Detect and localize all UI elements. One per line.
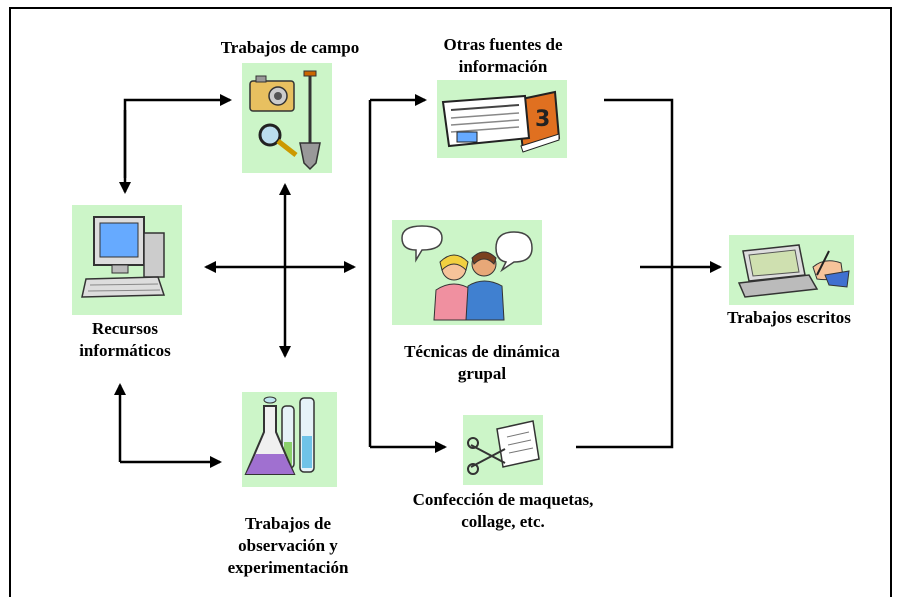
lab-flasks-icon: [244, 396, 315, 475]
label-observacion-line2: observación y: [238, 536, 338, 555]
label-confeccion-line1: Confección de maquetas,: [412, 490, 594, 509]
computer-icon: [81, 216, 166, 298]
label-otras-fuentes-line1: Otras fuentes de: [443, 35, 563, 54]
node-trabajos-escritos: [729, 235, 854, 305]
label-recursos-line1: Recursos: [91, 319, 159, 338]
node-tecnicas-dinamica: [392, 220, 542, 325]
node-otras-fuentes: 3: [437, 80, 567, 158]
newspaper-book-icon: 3: [441, 90, 561, 153]
node-confeccion-maquetas: [463, 415, 543, 485]
node-trabajos-observacion: [242, 392, 337, 487]
label-confeccion-maquetas: Confección de maquetas, collage, etc.: [398, 489, 608, 533]
label-recursos-informaticos: Recursos informáticos: [25, 318, 225, 362]
people-talking-icon: [401, 225, 533, 321]
label-trabajos-campo: Trabajos de campo: [220, 38, 360, 57]
diagram-frame: [9, 7, 892, 597]
label-observacion-line3: experimentación: [227, 558, 349, 577]
label-trabajos-observacion: Trabajos de observación y experimentació…: [188, 513, 388, 579]
svg-text:3: 3: [535, 107, 550, 132]
label-confeccion-line2: collage, etc.: [461, 512, 545, 531]
label-otras-fuentes: Otras fuentes de información: [403, 34, 603, 78]
label-observacion-line1: Trabajos de: [244, 514, 332, 533]
scissors-paper-icon: [467, 420, 540, 475]
camera-magnifier-shovel-icon: [249, 70, 321, 171]
arrow-recursos-campo: [123, 94, 232, 178]
label-trabajos-escritos: Trabajos escritos: [727, 308, 851, 327]
label-tecnicas-line1: Técnicas de dinámica: [404, 342, 560, 361]
laptop-writing-icon: [737, 244, 850, 298]
node-trabajos-campo: [242, 63, 332, 173]
label-tecnicas-dinamica: Técnicas de dinámica grupal: [382, 341, 582, 385]
label-recursos-line2: informáticos: [79, 341, 171, 360]
label-otras-fuentes-line2: información: [458, 57, 548, 76]
bus-right: [576, 98, 674, 449]
node-recursos-informaticos: [72, 205, 182, 315]
label-tecnicas-line2: grupal: [457, 364, 507, 383]
